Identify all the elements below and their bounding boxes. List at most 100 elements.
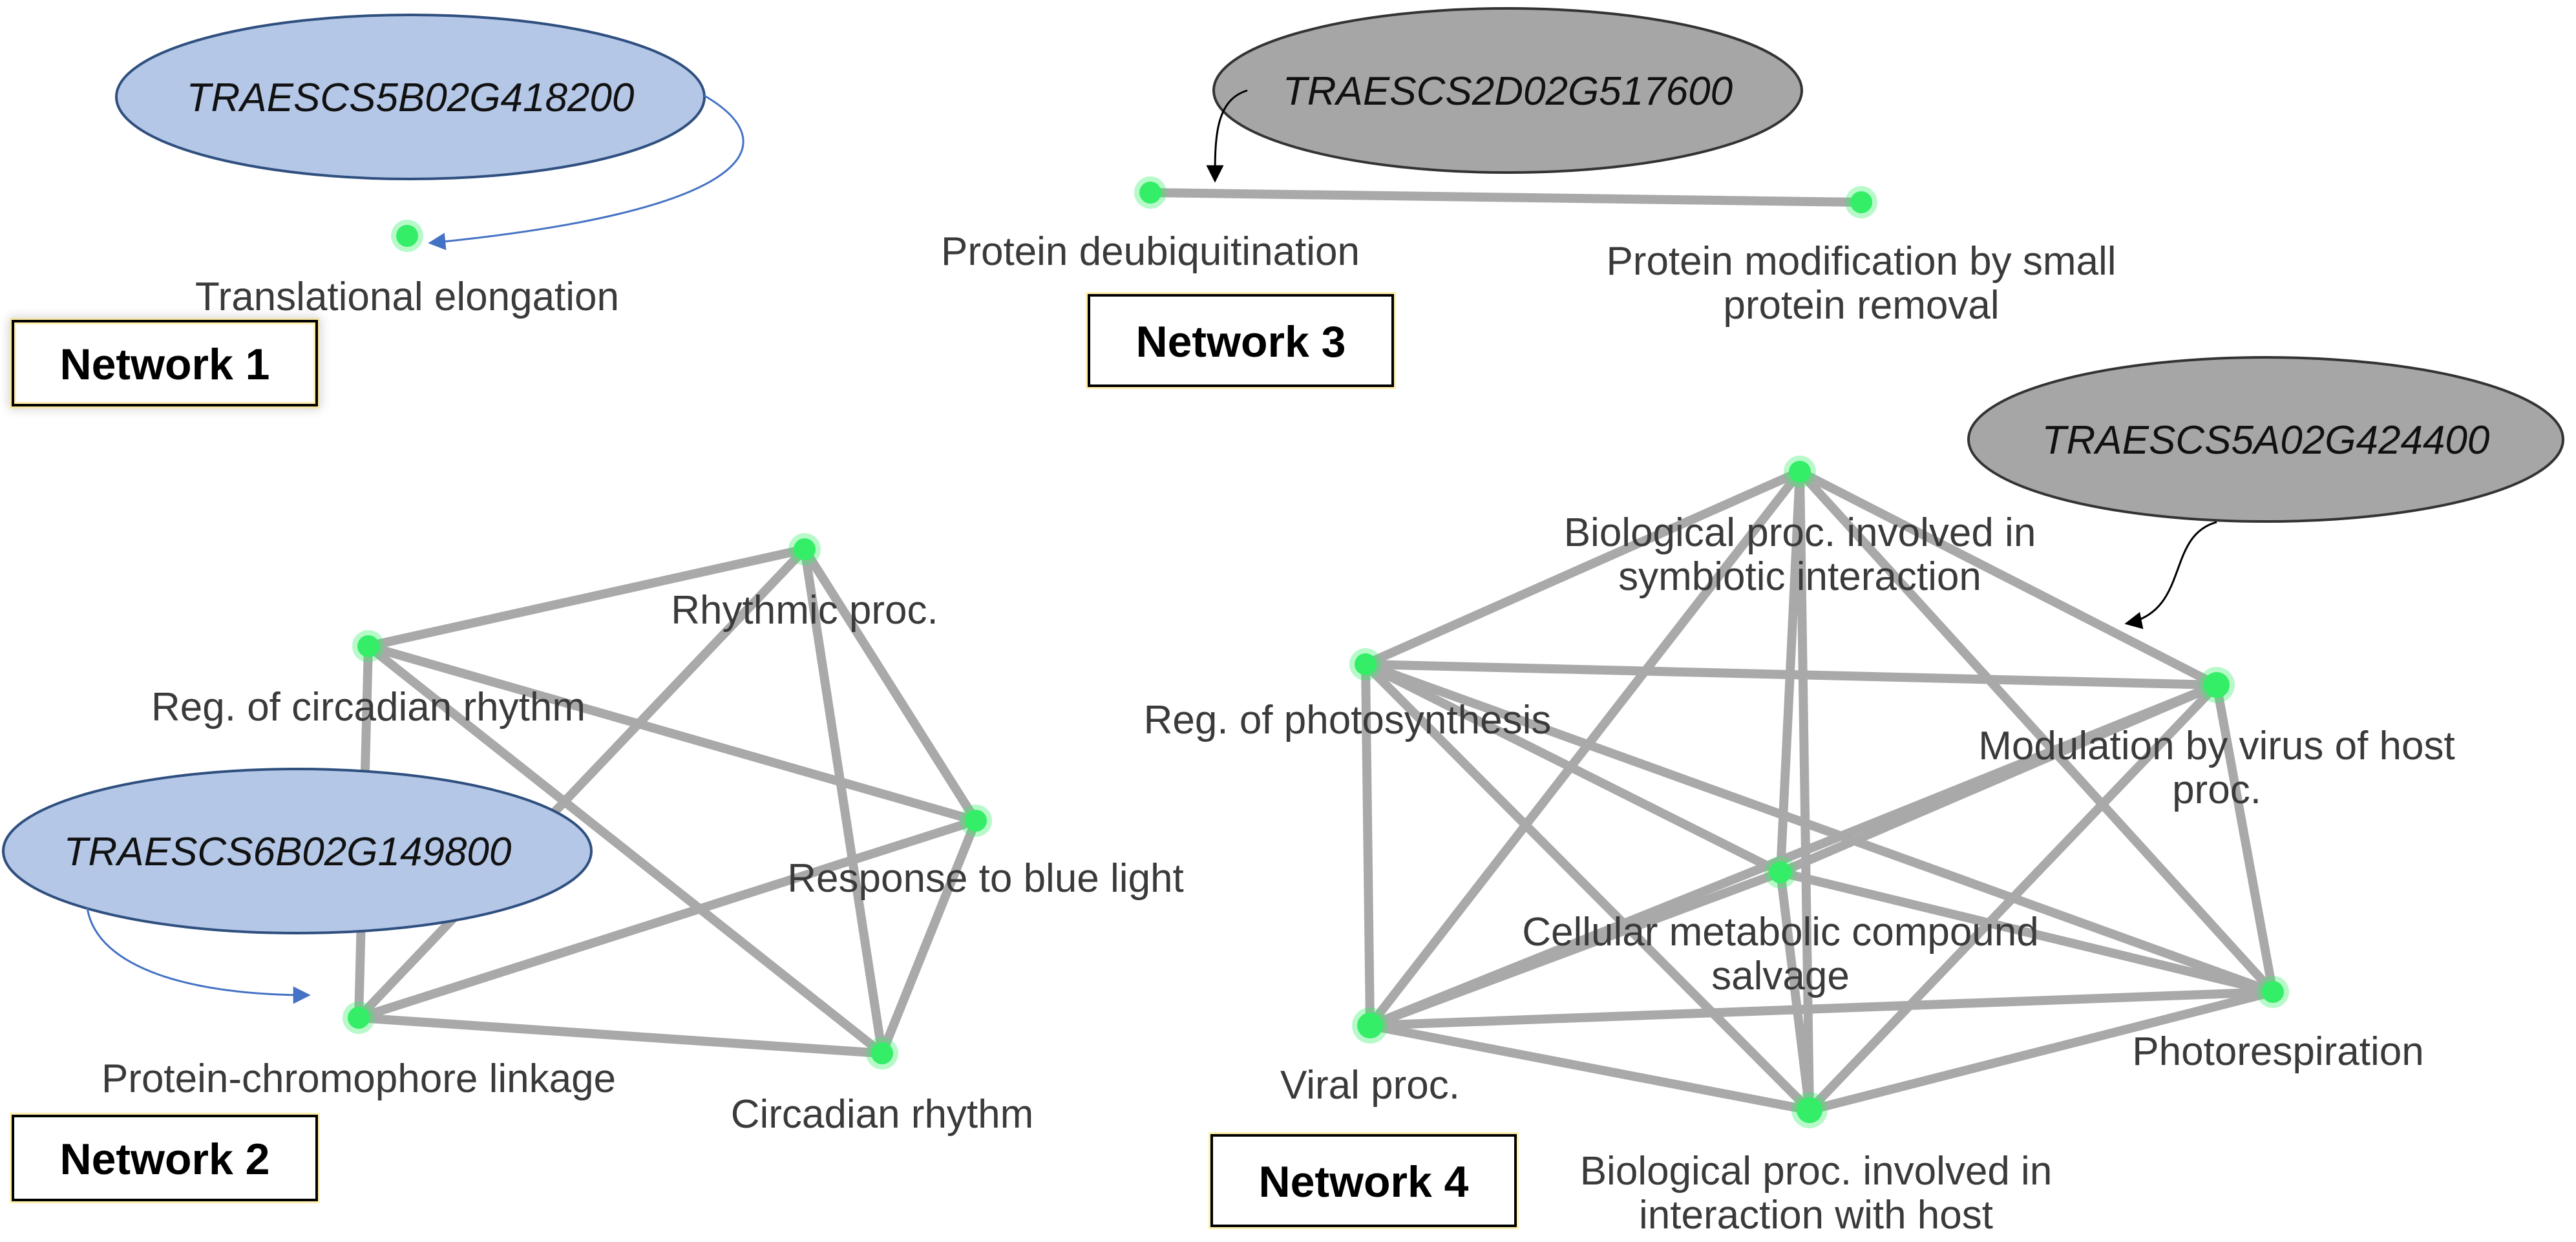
- gene-ellipse-network-3[interactable]: [1212, 7, 1803, 174]
- edge-n4b-n4e: [1361, 660, 1375, 1030]
- network-4-label: Network 4: [1259, 1157, 1469, 1206]
- node-label: Biological proc. involved in: [1564, 510, 2036, 555]
- node-dot[interactable]: [348, 1007, 370, 1029]
- network-2-label: Network 2: [60, 1135, 270, 1184]
- edge-n2a-n2d: [354, 545, 809, 1022]
- edge-n2b-n2c: [364, 642, 980, 825]
- node-label: Rhythmic proc.: [671, 588, 938, 633]
- node-dot[interactable]: [965, 810, 987, 832]
- network-2: Rhythmic proc. Reg. of circadian rhythmRe…: [2, 533, 1184, 1203]
- node-n4b[interactable]: Reg. of photosynthesis: [1144, 648, 1552, 742]
- edge-n4e-n4f: [1366, 987, 2277, 1030]
- node-n4g[interactable]: Biological proc. involved ininteraction …: [1580, 1092, 2053, 1237]
- gene-label-network-2: TRAESCS6B02G149800: [64, 830, 512, 874]
- node-label: proc.: [2172, 768, 2261, 812]
- node-label: Translational elongation: [195, 275, 619, 319]
- node-dot[interactable]: [1139, 182, 1161, 204]
- gene-ellipse-network-4[interactable]: [1967, 356, 2564, 523]
- node-dot[interactable]: [2262, 981, 2284, 1003]
- edge-n4a-n4c: [1795, 467, 2221, 689]
- edge-n4c-n4f: [2212, 680, 2277, 996]
- edge-n4b-n4g: [1361, 660, 1814, 1115]
- node-n4f[interactable]: Photorespiration: [2132, 976, 2424, 1074]
- edge-n2c-n2d: [354, 816, 980, 1022]
- node-n4e[interactable]: Viral proc.: [1280, 1007, 1460, 1108]
- edge-n4a-n4e: [1366, 467, 1804, 1030]
- node-n2b[interactable]: Reg. of circadian rhythm: [151, 630, 586, 730]
- node-dot[interactable]: [871, 1042, 893, 1064]
- network-1-label: Network 1: [60, 340, 270, 389]
- edge-n4f-n4g: [1805, 987, 2277, 1115]
- network-2-label-box: Network 2: [10, 1113, 320, 1203]
- edge-n2b-n2e: [364, 642, 887, 1058]
- node-dot[interactable]: [357, 635, 379, 657]
- network-1: TRAESCS5B02G418200 Translational elongat…: [10, 14, 744, 408]
- edge-n4d-n4f: [1776, 868, 2277, 996]
- edge-n2d-n2e: [354, 1013, 887, 1058]
- node-n2a[interactable]: Rhythmic proc.: [671, 533, 938, 633]
- node-dot[interactable]: [1355, 653, 1377, 675]
- edge-n3a-n3b: [1146, 188, 1866, 207]
- node-label: Biological proc. involved in: [1580, 1149, 2053, 1194]
- node-label: Circadian rhythm: [731, 1092, 1034, 1137]
- node-dot[interactable]: [794, 538, 816, 560]
- node-label: Reg. of circadian rhythm: [151, 685, 586, 730]
- node-n2d[interactable]: Protein-chromophore linkage: [101, 1002, 616, 1101]
- edge-n4b-n4d: [1361, 660, 1785, 877]
- node-label: protein removal: [1723, 283, 1999, 328]
- node-n2c[interactable]: Response to blue light: [787, 805, 1184, 901]
- edge-n2a-n2c: [800, 545, 980, 825]
- gene-label-network-3: TRAESCS2D02G517600: [1283, 69, 1733, 114]
- node-label: Viral proc.: [1280, 1063, 1460, 1108]
- edge-n4b-n4f: [1361, 660, 2277, 996]
- node-label: Photorespiration: [2132, 1029, 2424, 1074]
- edge-n4b-n4c: [1361, 660, 2221, 689]
- edge-n4a-n4f: [1795, 467, 2277, 996]
- node-n1a[interactable]: Translational elongation: [195, 220, 619, 319]
- node-dot[interactable]: [1769, 861, 1791, 883]
- node-label: Protein modification by small: [1606, 239, 2116, 284]
- node-label: Response to blue light: [787, 856, 1184, 901]
- node-label: symbiotic interaction: [1618, 554, 1981, 599]
- node-label: Protein deubiquitination: [941, 229, 1360, 274]
- network-4-label-box: Network 4: [1209, 1132, 1519, 1229]
- node-label: Modulation by virus of host: [1978, 724, 2455, 768]
- edge-n4a-n4g: [1795, 467, 1814, 1115]
- node-dot[interactable]: [1850, 191, 1872, 213]
- node-label: Reg. of photosynthesis: [1144, 698, 1552, 742]
- node-n2e[interactable]: Circadian rhythm: [731, 1037, 1034, 1137]
- edge-n2a-n2e: [800, 545, 887, 1058]
- node-dot[interactable]: [1797, 1097, 1822, 1123]
- edge-n4e-n4g: [1366, 1021, 1814, 1115]
- gene-arrow-network-4: [2124, 521, 2217, 629]
- edge-n4c-n4g: [1805, 680, 2221, 1115]
- node-dot[interactable]: [1357, 1013, 1383, 1038]
- gene-arrow-network-2: [86, 907, 311, 1004]
- edge-n4d-n4g: [1776, 868, 1814, 1115]
- node-n3a[interactable]: Protein deubiquitination: [941, 176, 1360, 274]
- node-label: salvage: [1711, 954, 1850, 998]
- node-dot[interactable]: [1789, 461, 1811, 483]
- network-1-label-box: Network 1: [10, 318, 320, 408]
- network-3-label-box: Network 3: [1086, 292, 1396, 389]
- edge-n4d-n4e: [1366, 868, 1785, 1030]
- network-3-label: Network 3: [1136, 317, 1346, 366]
- edge-n2c-n2e: [878, 816, 980, 1058]
- edge-n2b-n2a: [364, 545, 809, 651]
- gene-ellipse-network-1[interactable]: [115, 14, 706, 180]
- node-label: Cellular metabolic compound: [1522, 910, 2039, 954]
- gene-arrow-network-3: [1206, 89, 1248, 183]
- node-dot[interactable]: [2204, 672, 2230, 698]
- gene-ellipse-network-2[interactable]: [2, 768, 593, 934]
- node-label: interaction with host: [1639, 1193, 1993, 1237]
- gene-label-network-4: TRAESCS5A02G424400: [2042, 418, 2490, 463]
- gene-arrow-network-1: [428, 94, 744, 251]
- node-dot[interactable]: [396, 225, 418, 247]
- node-label: Protein-chromophore linkage: [101, 1057, 616, 1101]
